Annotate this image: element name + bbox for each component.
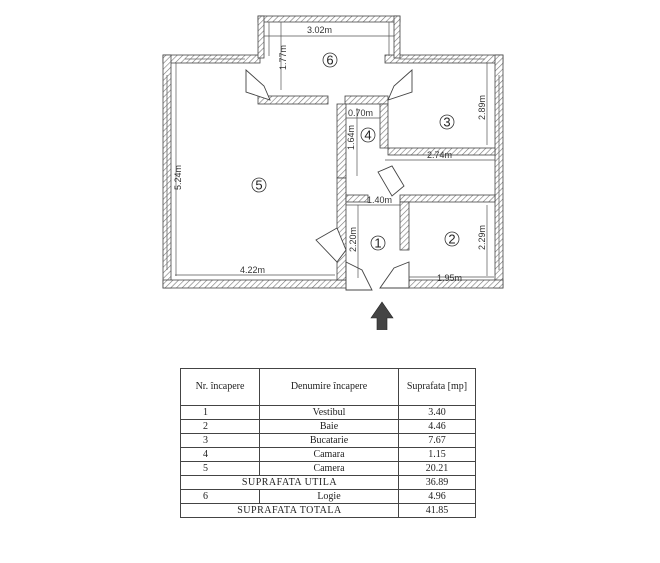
dim-room5-height: 5.24m — [173, 165, 183, 190]
useful-area-row: SUPRAFATA UTILA 36.89 — [180, 475, 476, 490]
cell-area: 1.15 — [398, 447, 476, 462]
dim-hall-width: 1.40m — [367, 195, 392, 205]
svg-text:3: 3 — [443, 115, 450, 130]
cell-area: 4.96 — [398, 489, 476, 504]
table-row: 4 Camara 1.15 — [180, 447, 476, 462]
cell-nr: 6 — [180, 489, 260, 504]
total-area-value: 41.85 — [398, 503, 476, 518]
dim-corridor-width: 0.70m — [348, 108, 373, 118]
cell-area: 20.21 — [398, 461, 476, 476]
cell-nr: 1 — [180, 405, 260, 420]
floor-plan: 3.02m 1.77m 5.24m 4.22m 0.70m 1.64m 2.74… — [162, 15, 504, 330]
svg-text:4: 4 — [364, 128, 371, 143]
total-area-row: SUPRAFATA TOTALA 41.85 — [180, 503, 476, 518]
room-label-2: 2 — [444, 232, 460, 247]
header-name: Denumire încapere — [259, 368, 399, 406]
svg-text:5: 5 — [255, 178, 262, 193]
dim-bath-height: 2.29m — [477, 225, 487, 250]
room-label-6: 6 — [322, 53, 338, 68]
room-label-5: 5 — [251, 178, 267, 193]
dim-kitchen-height: 2.89m — [477, 95, 487, 120]
table-row: 2 Baie 4.46 — [180, 419, 476, 434]
dim-logia-depth: 1.77m — [278, 45, 288, 70]
cell-name: Logie — [259, 489, 399, 504]
header-area: Suprafata [mp] — [398, 368, 476, 406]
entrance-arrow-icon — [370, 301, 394, 330]
dim-room5-width: 4.22m — [240, 265, 265, 275]
table-row: 3 Bucatarie 7.67 — [180, 433, 476, 448]
areas-table: Nr. încapere Denumire încapere Suprafata… — [180, 368, 476, 518]
window-marks — [166, 58, 500, 270]
interior-walls — [336, 103, 496, 281]
cell-name: Camera — [259, 461, 399, 476]
dim-logia-width: 3.02m — [307, 25, 332, 35]
room-label-1: 1 — [370, 236, 386, 251]
cell-area: 7.67 — [398, 433, 476, 448]
dim-corridor-height: 1.64m — [346, 125, 356, 150]
room-label-3: 3 — [439, 115, 455, 130]
cell-nr: 2 — [180, 419, 260, 434]
door-swings — [245, 68, 413, 291]
dim-bath-width: 1.95m — [437, 273, 462, 283]
room-label-4: 4 — [360, 128, 376, 143]
useful-area-label: SUPRAFATA UTILA — [180, 475, 399, 490]
table-row: 1 Vestibul 3.40 — [180, 405, 476, 420]
svg-text:6: 6 — [326, 53, 333, 68]
cell-area: 4.46 — [398, 419, 476, 434]
table-row: 5 Camera 20.21 — [180, 461, 476, 476]
cell-name: Baie — [259, 419, 399, 434]
cell-name: Bucatarie — [259, 433, 399, 448]
dim-kitchen-width: 2.74m — [427, 150, 452, 160]
cell-nr: 5 — [180, 461, 260, 476]
cell-area: 3.40 — [398, 405, 476, 420]
table-row: 6 Logie 4.96 — [180, 489, 476, 504]
dimension-lines — [175, 22, 495, 278]
useful-area-value: 36.89 — [398, 475, 476, 490]
logia-walls — [257, 15, 401, 105]
total-area-label: SUPRAFATA TOTALA — [180, 503, 399, 518]
dim-hall-height: 2.20m — [348, 227, 358, 252]
svg-text:2: 2 — [448, 232, 455, 247]
cell-name: Camara — [259, 447, 399, 462]
cell-nr: 3 — [180, 433, 260, 448]
svg-text:1: 1 — [374, 236, 381, 251]
cell-nr: 4 — [180, 447, 260, 462]
cell-name: Vestibul — [259, 405, 399, 420]
table-header-row: Nr. încapere Denumire încapere Suprafata… — [180, 368, 476, 406]
header-nr: Nr. încapere — [180, 368, 260, 406]
